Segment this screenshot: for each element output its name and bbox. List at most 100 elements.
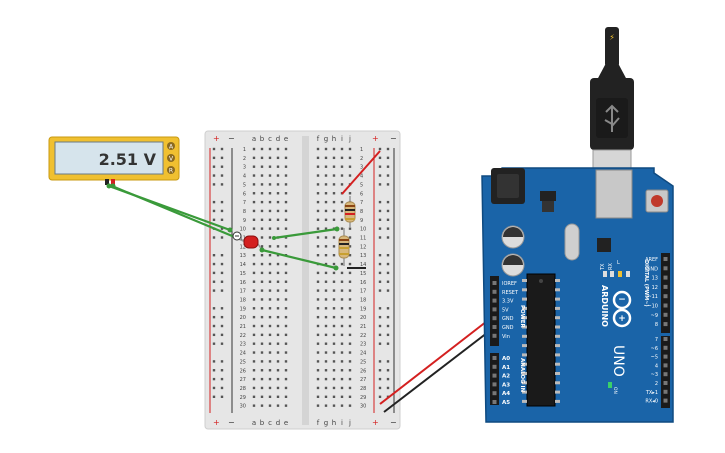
red-wire-top-rail[interactable] xyxy=(341,150,381,195)
digital-pin-label: RX◂0 xyxy=(645,399,658,405)
digital-pin-label: ~3 xyxy=(651,372,658,378)
row-number: 7 xyxy=(243,200,246,206)
row-number: 4 xyxy=(360,174,363,180)
row-number: 4 xyxy=(243,174,246,180)
row-number: 12 xyxy=(240,244,246,250)
arduino-logo: ARDUINO − + UNO xyxy=(600,285,632,377)
digital-pin-label: 7 xyxy=(655,337,658,343)
row-number: 11 xyxy=(360,236,366,242)
analog-pin-label: A0 xyxy=(502,356,510,362)
row-number: 7 xyxy=(360,200,363,206)
rx-label: RX xyxy=(608,263,614,270)
arduino-brand-text: ARDUINO xyxy=(600,285,609,327)
row-number: 26 xyxy=(360,368,366,374)
row-number: 25 xyxy=(360,359,366,365)
row-number: 9 xyxy=(360,218,363,224)
column-letter: a xyxy=(252,419,256,427)
power-pin-label: 3.3V xyxy=(502,299,514,305)
digital-header-bottom[interactable] xyxy=(661,336,670,408)
row-number: 10 xyxy=(240,227,246,233)
column-letter: f xyxy=(317,419,320,427)
digital-pin-label: GND xyxy=(647,266,659,272)
power-header-label: POWER xyxy=(519,305,525,329)
wires[interactable] xyxy=(108,150,497,413)
digital-header-top[interactable] xyxy=(661,253,670,333)
power-pin-label: RESET xyxy=(502,290,519,296)
tx-label: TX xyxy=(600,263,606,271)
power-pin-label: IOREF xyxy=(502,281,517,287)
multimeter-mode-buttons[interactable]: A V R xyxy=(167,142,175,175)
row-number: 19 xyxy=(240,306,246,312)
red-led[interactable] xyxy=(227,227,277,253)
row-number: 6 xyxy=(243,191,246,197)
digital-pin-label: ~10 xyxy=(647,304,658,310)
usb-cable[interactable]: ⚡ xyxy=(590,27,634,215)
row-number: 14 xyxy=(240,262,246,268)
row-number: 2 xyxy=(360,156,363,162)
column-letter: d xyxy=(276,135,280,143)
analog-header[interactable] xyxy=(490,353,499,405)
column-letter: j xyxy=(348,135,351,143)
rail-plus-label-bottom-right: + xyxy=(372,418,379,427)
column-letter: d xyxy=(276,419,280,427)
column-letter: j xyxy=(348,419,351,427)
breadboard-holes[interactable] xyxy=(212,147,390,407)
digital-pin-label: ~6 xyxy=(651,346,658,352)
row-number: 17 xyxy=(240,289,246,295)
digital-pin-label: ~11 xyxy=(647,294,658,300)
green-wire-led-anode[interactable] xyxy=(261,248,337,270)
row-number: 13 xyxy=(240,253,246,259)
led-l-label: L xyxy=(617,260,620,266)
row-number: 30 xyxy=(240,404,246,410)
power-pin-label: 5V xyxy=(502,307,509,313)
row-number: 1 xyxy=(243,147,246,153)
row-number: 15 xyxy=(360,271,366,277)
mode-v-label[interactable]: V xyxy=(169,156,174,163)
analog-header-label: ANALOG IN xyxy=(519,358,525,393)
row-number: 18 xyxy=(240,297,246,303)
column-letter: c xyxy=(268,135,272,143)
column-letter: a xyxy=(252,135,256,143)
column-letter: e xyxy=(284,419,288,427)
rail-plus-label: + xyxy=(213,134,220,143)
mode-r-label[interactable]: R xyxy=(169,168,173,175)
atmega-chip xyxy=(526,273,556,407)
green-wire-led-cathode[interactable] xyxy=(273,227,338,240)
column-letter: f xyxy=(317,135,320,143)
resistor-top[interactable] xyxy=(344,196,356,228)
row-number: 30 xyxy=(360,404,366,410)
column-letter: h xyxy=(332,419,336,427)
green-wire-probe-b[interactable] xyxy=(108,184,231,232)
usb-icon xyxy=(604,104,620,132)
row-number: 8 xyxy=(360,209,363,215)
row-number: 24 xyxy=(240,351,246,357)
probe-red[interactable] xyxy=(111,179,115,185)
black-wire-gnd[interactable] xyxy=(383,325,497,413)
column-letter: b xyxy=(260,135,265,143)
row-number: 16 xyxy=(360,280,366,286)
row-number: 9 xyxy=(243,218,246,224)
row-number: 3 xyxy=(243,165,246,171)
svg-text:+: + xyxy=(618,314,626,324)
chip-pins xyxy=(522,279,560,403)
digital-pin-label: ~9 xyxy=(651,313,658,319)
row-number: 29 xyxy=(360,395,366,401)
column-letter: b xyxy=(260,419,265,427)
mode-a-label[interactable]: A xyxy=(169,144,174,151)
digital-pin-label: 8 xyxy=(655,322,658,328)
row-number: 14 xyxy=(360,262,366,268)
red-wire-5v[interactable] xyxy=(379,317,492,405)
probe-black[interactable] xyxy=(105,179,109,185)
row-number: 20 xyxy=(240,315,246,321)
arduino-uno[interactable]: L TX RX ARDUINO − + UNO ON IOREFRESET3.3… xyxy=(481,167,674,423)
row-number: 5 xyxy=(360,182,363,188)
row-number: 1 xyxy=(360,147,363,153)
rail-minus-label-bottom-right: − xyxy=(390,418,397,427)
row-number: 2 xyxy=(243,156,246,162)
resistor-bottom[interactable] xyxy=(338,228,350,266)
multimeter[interactable]: 2.51 V A V R xyxy=(48,136,180,189)
